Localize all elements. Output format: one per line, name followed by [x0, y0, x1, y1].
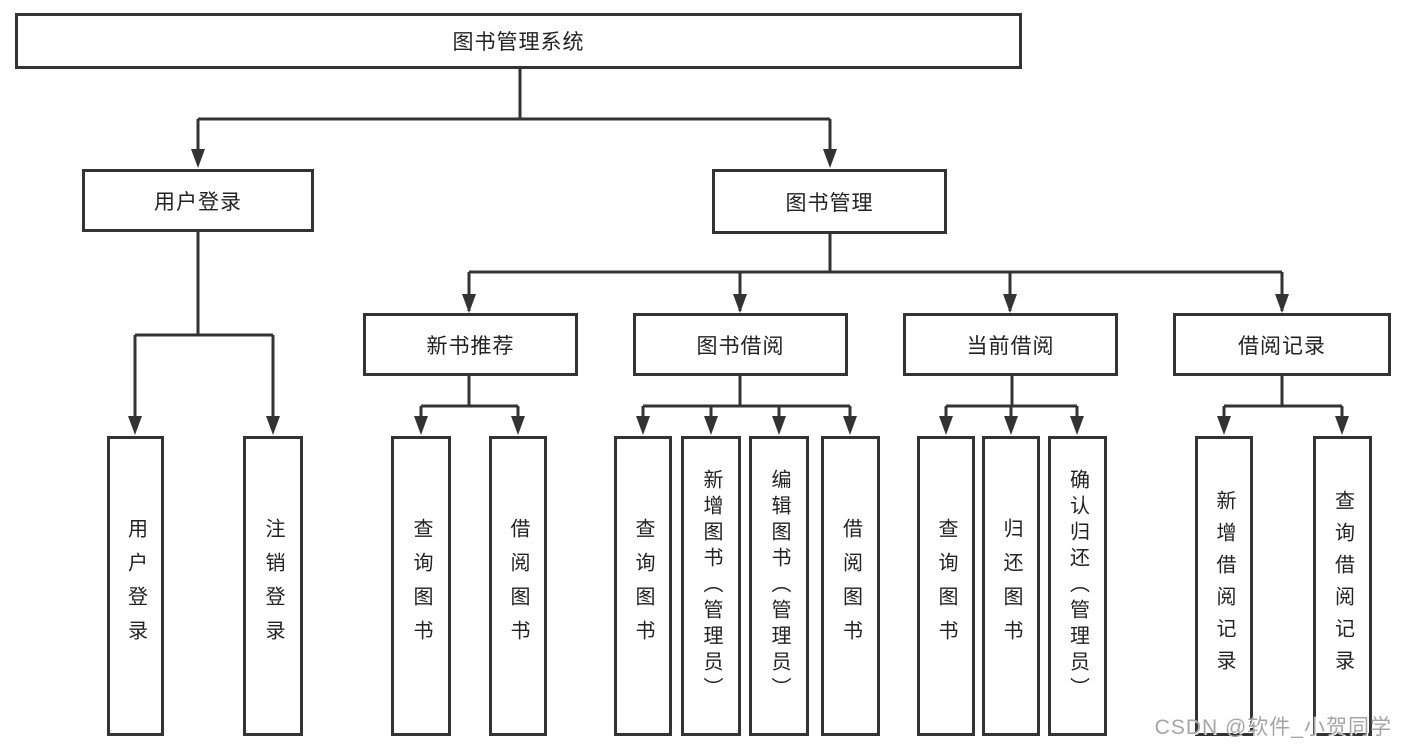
- node-add-borrow-record: 新增借阅记录: [1195, 436, 1253, 736]
- node-query-books-borrow: 查询图书: [614, 436, 672, 736]
- node-borrow-books-recommend: 借阅图书: [489, 436, 547, 736]
- node-add-books-admin: 新增图书（管理员）: [681, 436, 741, 736]
- node-query-books-current: 查询图书: [917, 436, 975, 736]
- csdn-watermark: CSDN @软件_小贺同学: [1154, 716, 1392, 739]
- node-new-book-recommend: 新书推荐: [363, 313, 578, 376]
- node-user-login: 用户登录: [82, 169, 314, 232]
- node-borrow-books-leaf: 借阅图书: [821, 436, 880, 736]
- node-return-books: 归还图书: [982, 436, 1040, 736]
- node-edit-books-admin: 编辑图书（管理员）: [749, 436, 809, 736]
- node-logout-leaf: 注销登录: [243, 436, 303, 736]
- node-query-books-recommend: 查询图书: [391, 436, 451, 736]
- node-query-borrow-record: 查询借阅记录: [1313, 436, 1372, 736]
- node-current-borrow: 当前借阅: [903, 313, 1118, 376]
- node-book-management: 图书管理: [712, 169, 947, 234]
- node-user-login-leaf: 用户登录: [107, 436, 164, 736]
- node-borrow-records: 借阅记录: [1173, 313, 1391, 376]
- node-book-borrow: 图书借阅: [633, 313, 848, 376]
- arrowheads: [128, 149, 1349, 435]
- node-confirm-return-admin: 确认归还（管理员）: [1048, 436, 1107, 736]
- node-library-management-system: 图书管理系统: [15, 13, 1022, 69]
